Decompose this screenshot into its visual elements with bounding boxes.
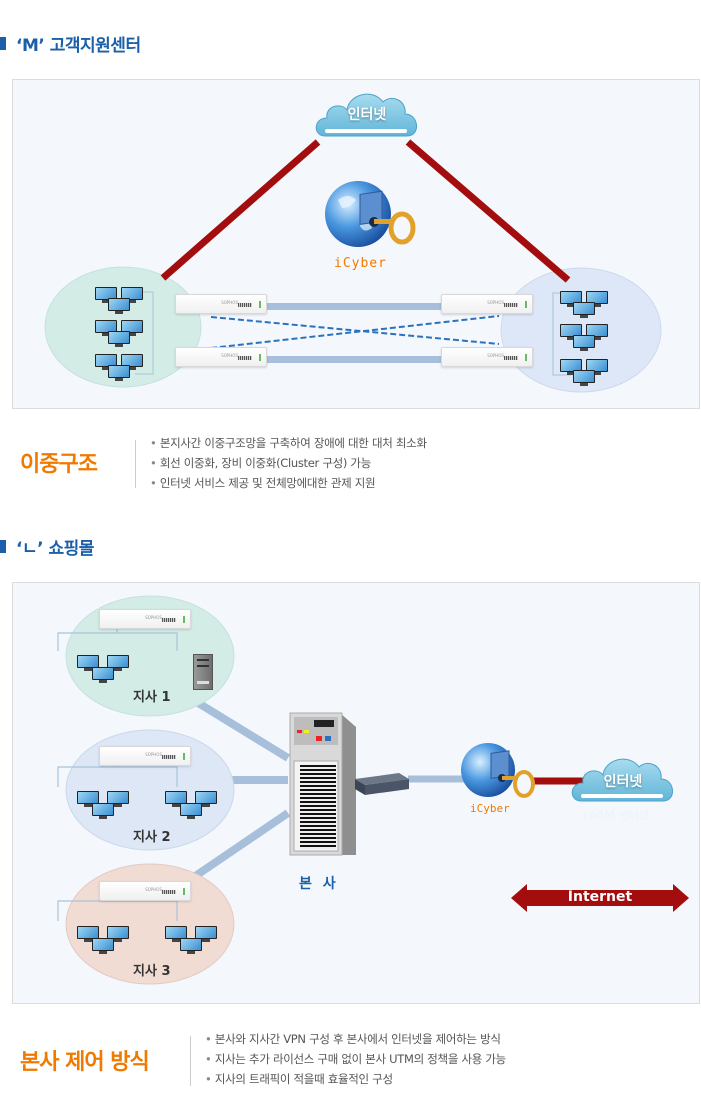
section-title-m-text: ‘M’ 고객지원센터 (16, 35, 141, 56)
utm-device-right-top: SOPHOS (441, 294, 533, 314)
pc-group-icon (560, 291, 612, 323)
internet-arrow (511, 884, 689, 912)
branch-2-label: 지사 2 (133, 830, 171, 845)
pc-group-icon (77, 655, 129, 687)
link-red-left (160, 139, 321, 281)
branch-3-device: SOPHOS (99, 881, 191, 901)
globe-key-icon (461, 743, 535, 798)
bullet-item: 지사의 트래픽이 적을때 효율적인 구성 (205, 1069, 506, 1089)
cloud-sub-label: 100M 인터넷 (581, 809, 650, 822)
utm-device-left-top: SOPHOS (175, 294, 267, 314)
link-branch1-hq (192, 697, 291, 762)
pc-group-icon (165, 926, 217, 958)
bullet-item: 인터넷 서비스 제공 및 전체망에대한 관제 지원 (150, 473, 427, 493)
hq-label: 본 사 (299, 876, 339, 892)
pc-group-icon (165, 791, 217, 823)
internet-arrow-label: Internet (567, 889, 633, 905)
globe-key-icon (325, 181, 416, 247)
pc-group-icon (95, 287, 147, 319)
server-icon (193, 654, 213, 690)
section-title-m: ‘M’ 고객지원센터 (0, 31, 141, 56)
divider (190, 1036, 191, 1086)
description-m: 이중구조 본지사간 이중구조망을 구축하여 장애에 대한 대처 최소화 회선 이… (0, 428, 701, 498)
bullet-item: 회선 이중화, 장비 이중화(Cluster 구성) 가능 (150, 453, 427, 473)
pc-group-icon (77, 926, 129, 958)
icyber-logo: iCyber (458, 738, 548, 823)
internet-cloud-label: 인터넷 (347, 107, 387, 123)
diagram-panel-m: 인터넷 iCyber SOPHOS SOPHOS SOPHOS SOPHOS (12, 79, 700, 409)
link-red-right (405, 139, 571, 283)
link-dash-1 (210, 316, 500, 345)
bullet-item: 본사와 지사간 VPN 구성 후 본사에서 인터넷을 제어하는 방식 (205, 1029, 506, 1049)
bullet-item: 본지사간 이중구조망을 구축하여 장애에 대한 대처 최소화 (150, 433, 427, 453)
bullet-item: 지사는 추가 라이선스 구매 없이 본사 UTM의 정책을 사용 가능 (205, 1049, 506, 1069)
description-m-list: 본지사간 이중구조망을 구축하여 장애에 대한 대처 최소화 회선 이중화, 장… (150, 433, 427, 493)
pc-group-icon (560, 359, 612, 391)
pc-group-icon (95, 320, 147, 352)
internet-cloud: 인터넷 (311, 86, 423, 142)
description-l: 본사 제어 방식 본사와 지사간 VPN 구성 후 본사에서 인터넷을 제어하는… (0, 1024, 701, 1094)
branch-1-device: SOPHOS (99, 609, 191, 629)
branch-3-label: 지사 3 (133, 964, 171, 979)
link-branch3-hq (188, 809, 291, 883)
diagram-panel-l: SOPHOS SOPHOS SOPHOS 지사 1 지사 2 지사 3 (12, 582, 700, 1004)
icyber-logo: iCyber (320, 178, 420, 278)
vent-grille (300, 765, 336, 849)
section-title-l: ‘ㄴ’ 쇼핑몰 (0, 534, 94, 559)
link-dash-2 (210, 315, 500, 349)
bracket-left (135, 291, 154, 375)
link-solid-top (211, 303, 499, 310)
link-solid-bottom (211, 356, 499, 363)
section-title-l-text: ‘ㄴ’ 쇼핑몰 (16, 538, 94, 559)
pc-group-icon (560, 324, 612, 356)
internet-cloud: 인터넷 100M 인터넷 (567, 751, 679, 822)
description-l-list: 본사와 지사간 VPN 구성 후 본사에서 인터넷을 제어하는 방식 지사는 추… (205, 1029, 506, 1089)
title-bar-icon (0, 539, 6, 553)
branch-1-label: 지사 1 (133, 690, 171, 705)
title-bar-icon (0, 36, 6, 50)
description-m-heading: 이중구조 (20, 452, 98, 477)
hq-server-icon (288, 709, 360, 857)
internet-cloud-label: 인터넷 (603, 774, 643, 790)
hq-utm-device-icon (353, 771, 411, 797)
logo-text: iCyber (334, 256, 387, 271)
utm-device-right-bottom: SOPHOS (441, 347, 533, 367)
utm-device-left-bottom: SOPHOS (175, 347, 267, 367)
cloud-icon (315, 93, 417, 137)
description-l-heading: 본사 제어 방식 (20, 1050, 150, 1075)
logo-text: iCyber (470, 802, 510, 815)
pc-group-icon (77, 791, 129, 823)
pc-group-icon (95, 354, 147, 386)
cloud-icon (571, 758, 673, 802)
branch-2-device: SOPHOS (99, 746, 191, 766)
divider (135, 440, 136, 488)
